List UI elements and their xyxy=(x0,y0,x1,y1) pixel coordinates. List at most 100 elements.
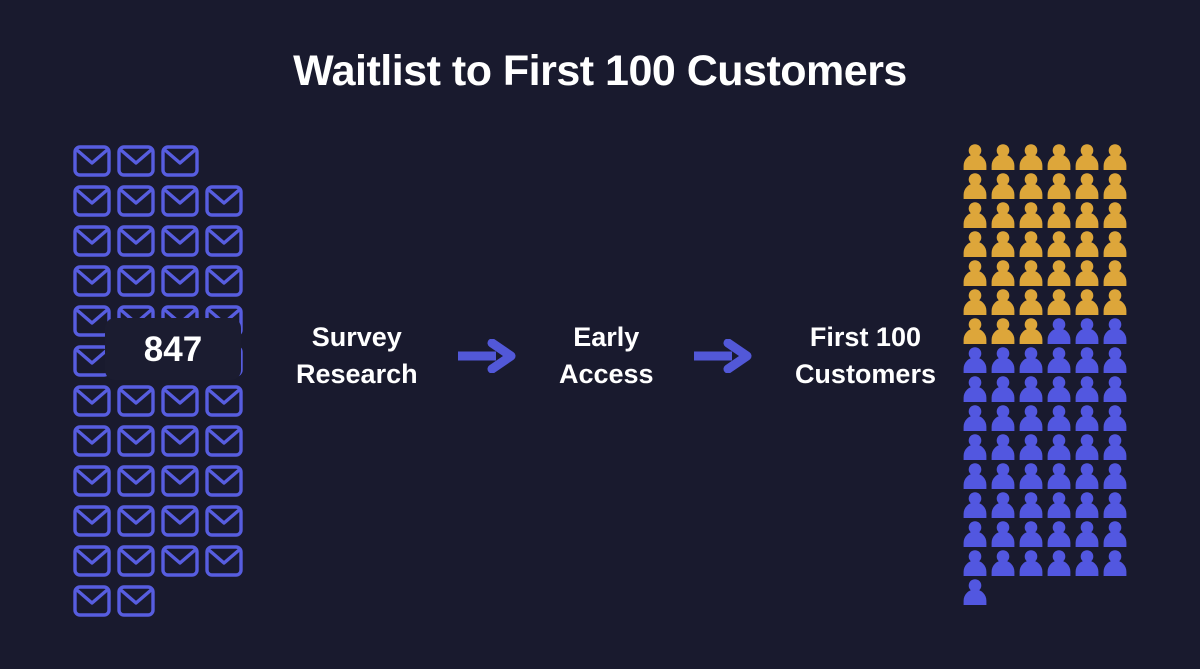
person-icon-prospect xyxy=(1074,549,1100,577)
envelope-icon xyxy=(72,583,112,619)
envelope-icon xyxy=(116,143,156,179)
envelope-row xyxy=(72,143,248,179)
person-icon-prospect xyxy=(1102,520,1128,548)
person-icon-prospect xyxy=(1046,520,1072,548)
envelope-icon xyxy=(116,183,156,219)
person-icon-prospect xyxy=(1018,520,1044,548)
person-icon-prospect xyxy=(1046,549,1072,577)
envelope-icon xyxy=(160,543,200,579)
envelope-row xyxy=(72,383,248,419)
person-icon-prospect xyxy=(1074,462,1100,490)
envelope-row xyxy=(72,463,248,499)
person-icon-converted xyxy=(1074,230,1100,258)
person-icon-converted xyxy=(1018,172,1044,200)
person-icon-converted xyxy=(1074,259,1100,287)
envelope-icon xyxy=(160,143,200,179)
person-icon-prospect xyxy=(990,491,1016,519)
person-icon-converted xyxy=(1102,230,1128,258)
person-icon-converted xyxy=(1046,201,1072,229)
person-icon-prospect xyxy=(1074,404,1100,432)
person-icon-converted xyxy=(1074,143,1100,171)
person-icon-converted xyxy=(1018,143,1044,171)
person-icon-converted xyxy=(990,201,1016,229)
person-icon-prospect xyxy=(1102,317,1128,345)
person-icon-converted xyxy=(962,317,988,345)
person-icon-prospect xyxy=(962,433,988,461)
envelope-icon xyxy=(160,263,200,299)
person-icon-converted xyxy=(1074,201,1100,229)
person-icon-converted xyxy=(1018,288,1044,316)
arrow-right-icon xyxy=(456,339,520,373)
envelope-icon xyxy=(72,383,112,419)
person-icon-converted xyxy=(990,143,1016,171)
envelope-icon xyxy=(160,183,200,219)
envelope-icon xyxy=(72,223,112,259)
person-icon-prospect xyxy=(1102,375,1128,403)
envelope-icon xyxy=(72,463,112,499)
person-icon-prospect xyxy=(1046,404,1072,432)
envelope-icon xyxy=(116,543,156,579)
person-row xyxy=(962,491,1134,519)
person-icon-prospect xyxy=(962,346,988,374)
envelope-icon xyxy=(204,263,244,299)
person-icon-converted xyxy=(962,201,988,229)
person-icon-converted xyxy=(1102,259,1128,287)
flow-step-early-access: Early Access xyxy=(558,321,654,389)
person-row xyxy=(962,346,1134,374)
person-icon-prospect xyxy=(1046,346,1072,374)
person-icon-prospect xyxy=(1046,317,1072,345)
envelope-icon xyxy=(204,463,244,499)
person-icon-prospect xyxy=(962,375,988,403)
person-icon-converted xyxy=(1074,172,1100,200)
person-icon-prospect xyxy=(1074,317,1100,345)
arrow-right-icon xyxy=(692,339,756,373)
person-icon-converted xyxy=(990,259,1016,287)
envelope-icon xyxy=(204,223,244,259)
person-row xyxy=(962,433,1134,461)
person-icon-prospect xyxy=(1018,375,1044,403)
person-row xyxy=(962,549,1134,577)
person-icon-prospect xyxy=(1046,462,1072,490)
envelope-icon xyxy=(72,143,112,179)
person-icon-prospect xyxy=(990,346,1016,374)
person-icon-prospect xyxy=(1018,549,1044,577)
customers-person-grid xyxy=(962,143,1134,607)
person-icon-prospect xyxy=(1046,433,1072,461)
person-icon-prospect xyxy=(1018,404,1044,432)
person-icon-prospect xyxy=(990,462,1016,490)
person-icon-prospect xyxy=(962,491,988,519)
person-icon-prospect xyxy=(962,462,988,490)
person-row xyxy=(962,462,1134,490)
person-icon-prospect xyxy=(990,520,1016,548)
person-icon-prospect xyxy=(1018,433,1044,461)
person-icon-prospect xyxy=(1018,491,1044,519)
person-icon-converted xyxy=(990,172,1016,200)
envelope-icon xyxy=(72,503,112,539)
person-icon-prospect xyxy=(1046,491,1072,519)
envelope-row xyxy=(72,183,248,219)
person-icon-converted xyxy=(1018,230,1044,258)
person-icon-converted xyxy=(1046,143,1072,171)
envelope-icon xyxy=(204,423,244,459)
person-icon-converted xyxy=(1102,201,1128,229)
person-row xyxy=(962,143,1134,171)
person-icon-prospect xyxy=(990,375,1016,403)
envelope-icon xyxy=(116,223,156,259)
person-icon-prospect xyxy=(1102,433,1128,461)
person-icon-converted xyxy=(1102,288,1128,316)
person-icon-prospect xyxy=(1102,462,1128,490)
person-icon-converted xyxy=(1018,259,1044,287)
person-icon-converted xyxy=(1018,317,1044,345)
person-icon-prospect xyxy=(1074,520,1100,548)
envelope-row xyxy=(72,423,248,459)
person-row xyxy=(962,375,1134,403)
flow-step-first-100-customers: First 100 Customers xyxy=(794,321,936,389)
person-icon-prospect xyxy=(1074,433,1100,461)
person-icon-prospect xyxy=(1074,346,1100,374)
envelope-icon xyxy=(204,503,244,539)
person-icon-prospect xyxy=(990,404,1016,432)
envelope-icon xyxy=(116,463,156,499)
envelope-icon xyxy=(204,183,244,219)
person-icon-prospect xyxy=(962,520,988,548)
